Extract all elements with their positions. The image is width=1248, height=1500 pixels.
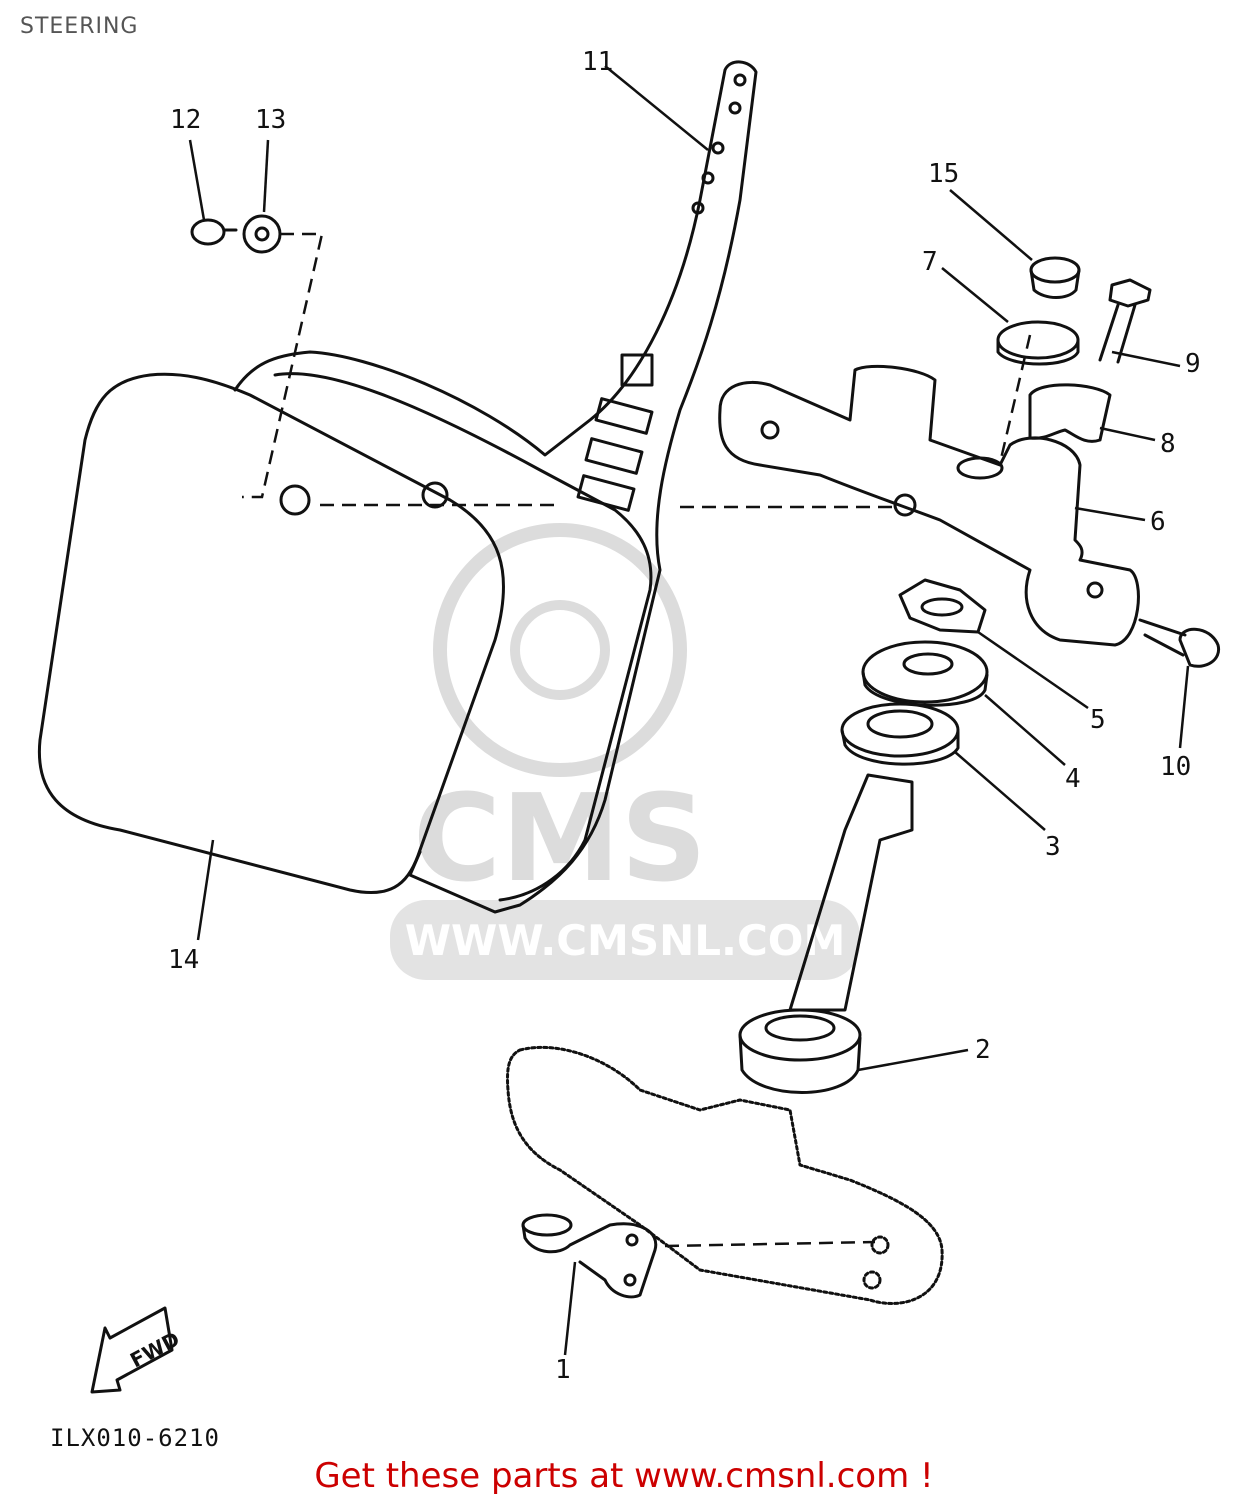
part-labels: 11 12 13 15 7 9 8 6 5 4 10 3 2 14 1 — [168, 47, 1201, 1385]
part-label-8: 8 — [1160, 429, 1176, 459]
bolt-9 — [1098, 278, 1152, 364]
part-label-9: 9 — [1185, 349, 1201, 379]
footer-link[interactable]: Get these parts at www.cmsnl.com ! — [314, 1456, 934, 1496]
diagram-ref-code: ILX010-6210 — [50, 1424, 220, 1452]
cable-clamp — [521, 1213, 658, 1299]
part-label-15: 15 — [928, 159, 959, 189]
lower-bearing — [738, 1008, 862, 1094]
part-label-5: 5 — [1090, 705, 1106, 735]
part-label-10: 10 — [1160, 752, 1191, 782]
headlight-bracket — [233, 60, 758, 914]
upper-bearing — [840, 702, 960, 766]
part-label-6: 6 — [1150, 507, 1166, 537]
bolt-10 — [1138, 618, 1221, 668]
leader-lines — [188, 65, 1190, 1356]
cap — [1029, 256, 1081, 299]
part-label-4: 4 — [1065, 764, 1081, 794]
bearing-cover — [861, 640, 989, 707]
part-label-1: 1 — [555, 1355, 571, 1385]
handlebar-holder — [1028, 383, 1112, 443]
alignment-lines — [242, 232, 1032, 1248]
steering-stem — [788, 773, 914, 1012]
fwd-arrow-icon: FWD — [90, 1306, 184, 1394]
watermark-brand: CMS — [413, 770, 707, 909]
parts-diagram: CMS WWW.CMSNL.COM — [37, 47, 1221, 1394]
part-label-2: 2 — [975, 1035, 991, 1065]
ring-nut — [898, 578, 987, 634]
part-label-3: 3 — [1045, 832, 1061, 862]
fwd-label: FWD — [126, 1327, 183, 1373]
upper-bracket — [718, 364, 1140, 647]
part-label-11: 11 — [582, 47, 613, 77]
washer — [242, 214, 282, 254]
part-label-14: 14 — [168, 945, 199, 975]
part-label-12: 12 — [170, 105, 201, 135]
number-plate — [37, 372, 506, 895]
watermark-logo-icon — [433, 523, 687, 777]
watermark: CMS WWW.CMSNL.COM — [390, 523, 860, 980]
watermark-url-pill — [390, 900, 860, 980]
lower-bracket — [506, 1045, 944, 1305]
steering-nut — [996, 320, 1080, 366]
watermark-url: WWW.CMSNL.COM — [405, 916, 846, 965]
part-label-7: 7 — [922, 247, 938, 277]
screw — [190, 218, 238, 246]
page-title: STEERING — [20, 14, 139, 39]
part-label-13: 13 — [255, 105, 286, 135]
